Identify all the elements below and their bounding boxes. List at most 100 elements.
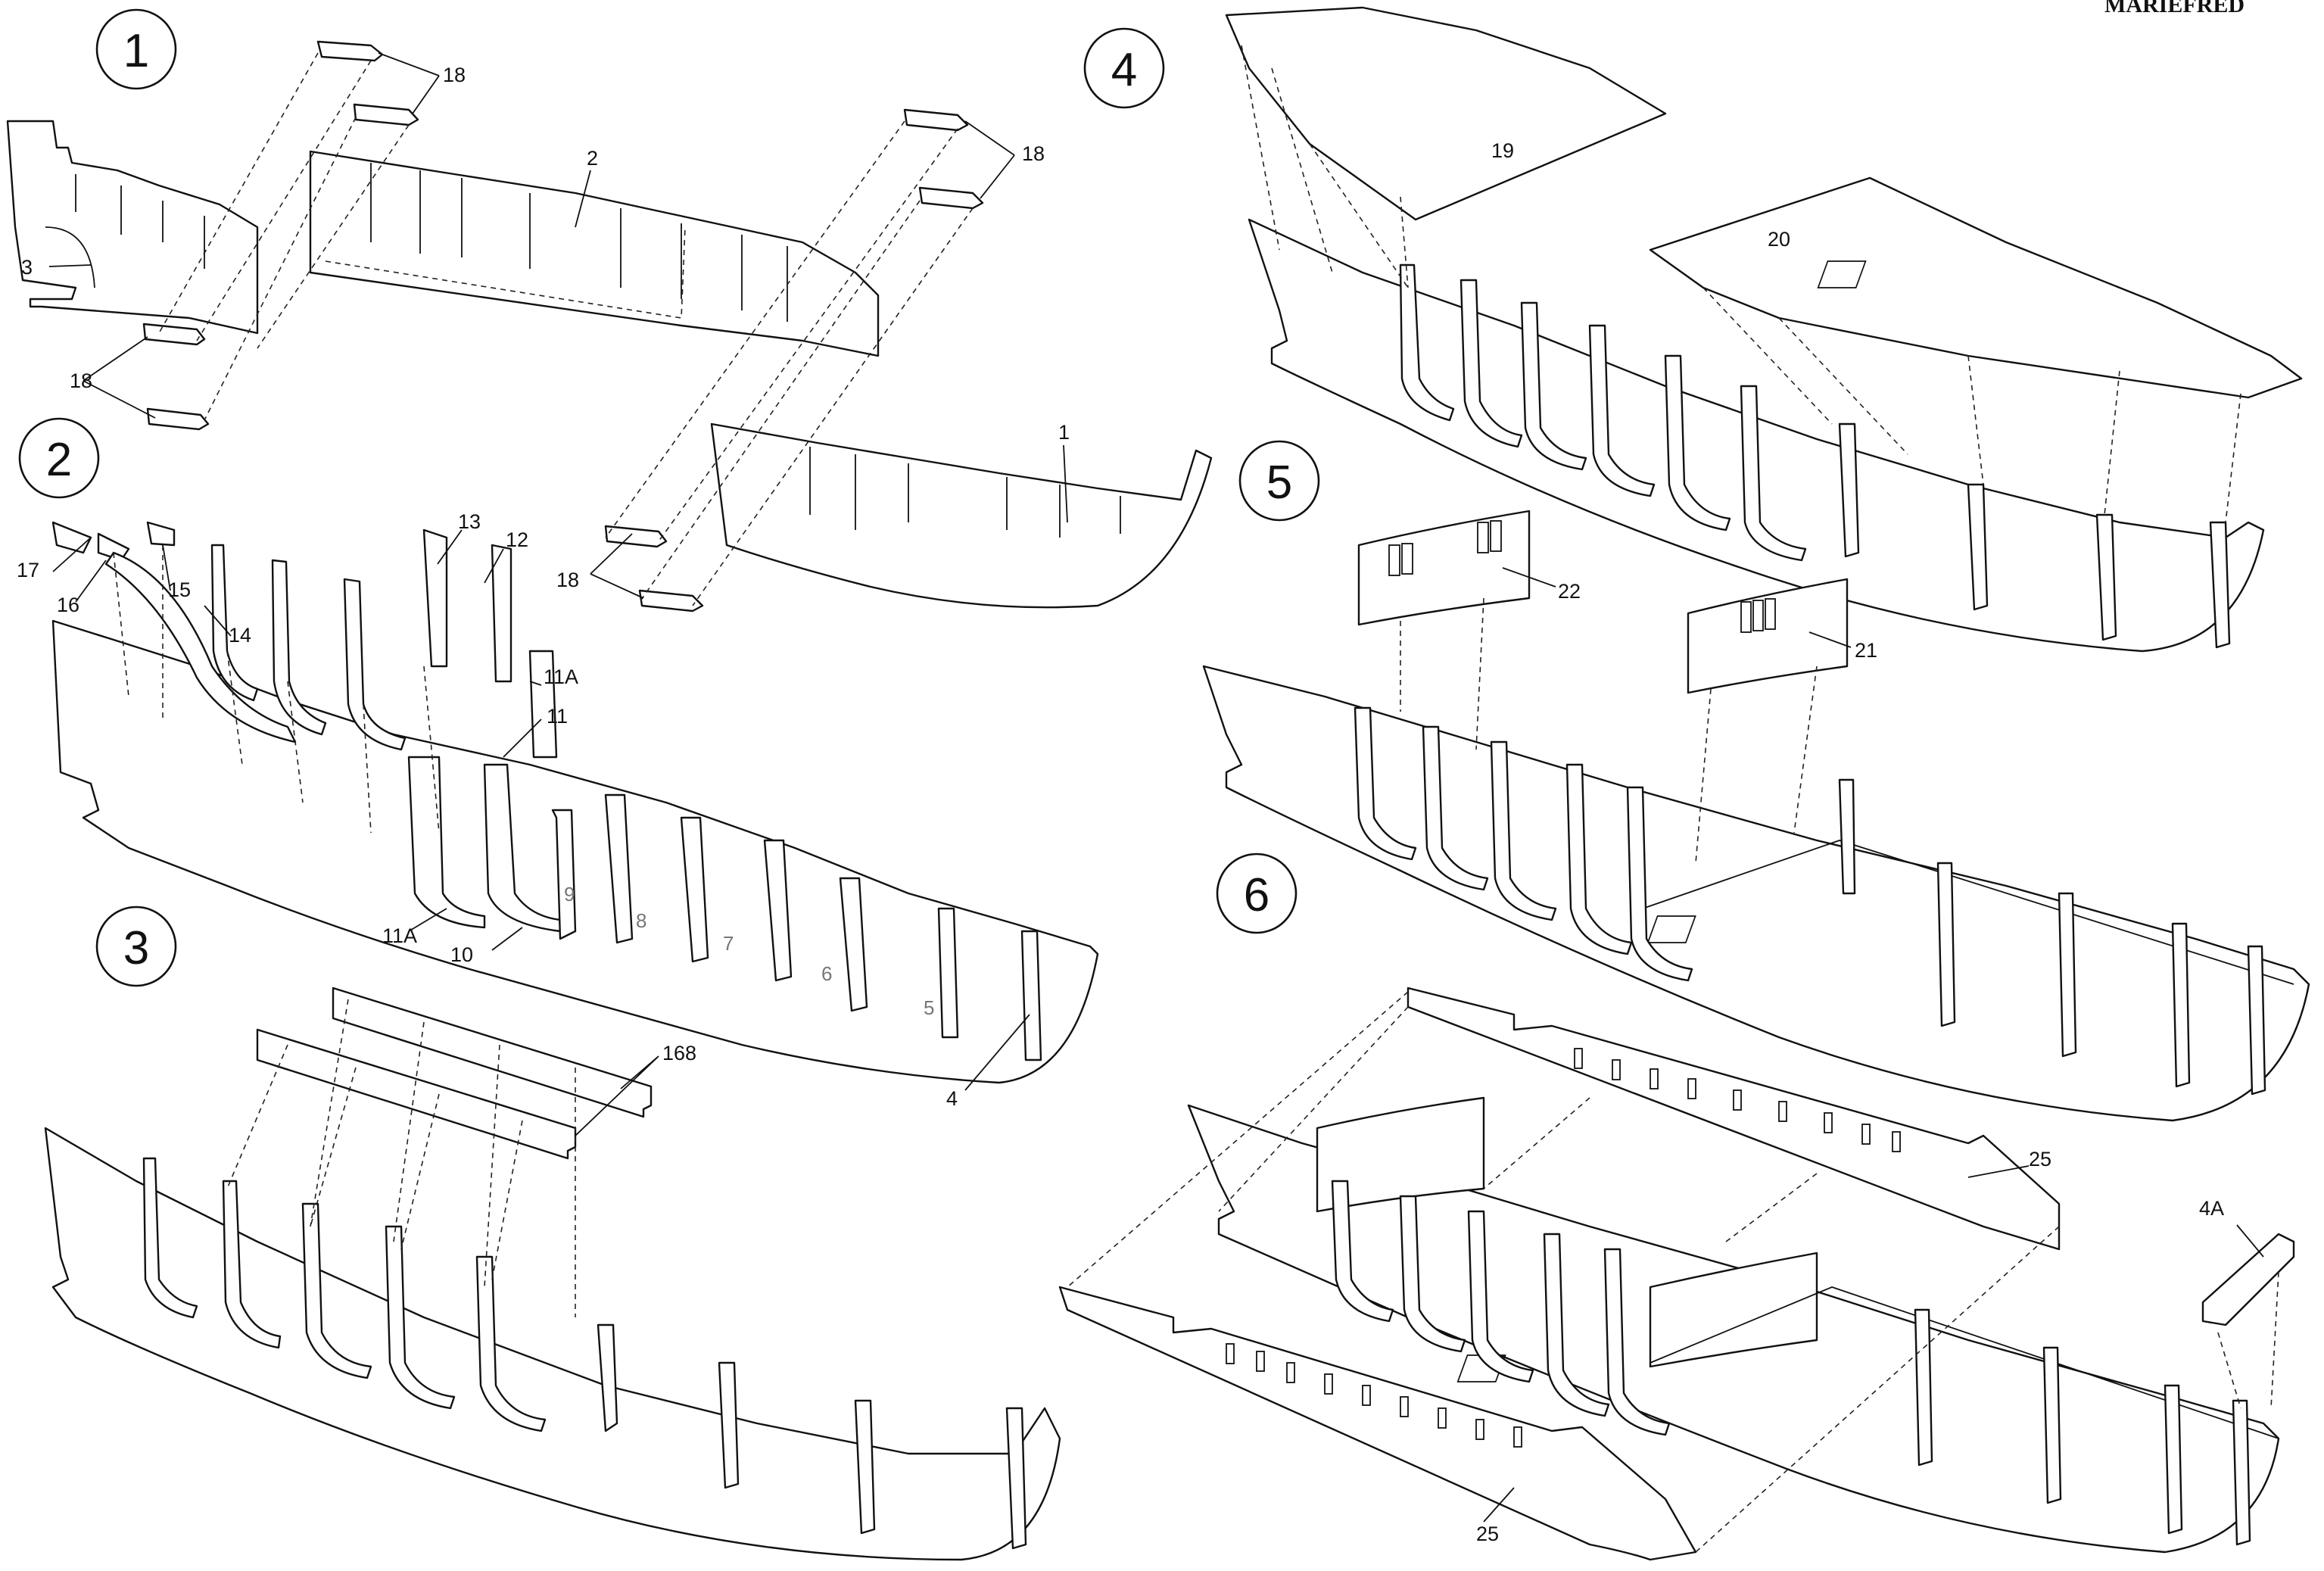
- step-badge: [1216, 853, 1298, 934]
- part-20-deck: [1649, 176, 2303, 399]
- hull-number-5: 5: [924, 996, 934, 1019]
- hatch: [1817, 260, 1867, 288]
- keel-assembly: [51, 619, 1099, 1084]
- step-5-leaders: [1502, 567, 1852, 648]
- part-1-keel-bow: [710, 422, 1213, 609]
- hatch: [1646, 915, 1696, 943]
- label-11: 11: [547, 705, 568, 728]
- part-2-keel-middle: [309, 150, 880, 357]
- step-number: 3: [123, 922, 149, 974]
- brand-title: MARIEFRED: [2104, 0, 2245, 17]
- step-2-leaders: [52, 529, 1030, 1091]
- label-12: 12: [506, 528, 528, 551]
- label-17: 17: [17, 559, 39, 581]
- part-4A-block: [2201, 1233, 2295, 1326]
- label-16: 16: [57, 594, 79, 616]
- part-168-beam-top: [332, 987, 653, 1118]
- label-15: 15: [168, 578, 191, 601]
- part-2-hidden-edge: [325, 226, 686, 319]
- step-5: 5 22 21: [1202, 440, 2310, 1122]
- deck-step-6: [1650, 1286, 2279, 1439]
- part-15: [146, 521, 176, 547]
- part-3-stern-panel: [6, 120, 259, 335]
- hull-number-6: 6: [821, 962, 832, 985]
- hull-number-8: 8: [636, 909, 646, 932]
- part-17: [51, 521, 92, 554]
- frames-step-3: [142, 1157, 1027, 1550]
- label-21: 21: [1855, 639, 1877, 662]
- frames-upper: [210, 528, 558, 759]
- part-3-slots: [75, 174, 205, 269]
- part-1-slots: [809, 447, 1121, 538]
- step-number: 2: [46, 434, 72, 486]
- step-6-guides: [1067, 991, 2279, 1553]
- plank-portholes: [1226, 1048, 1901, 1448]
- label-4A: 4A: [2199, 1197, 2224, 1220]
- part-21-panel: [1687, 578, 1849, 694]
- step-1-guides: [158, 52, 974, 606]
- step-4: 4 19 20: [1083, 6, 2303, 653]
- label-2: 2: [587, 147, 598, 170]
- part-18-blocks: [142, 40, 984, 613]
- step-number: 4: [1111, 44, 1137, 96]
- label-3: 3: [21, 256, 33, 279]
- part-2-slots: [370, 163, 788, 322]
- hull-step-3: [44, 1127, 1061, 1561]
- hull-number-7: 7: [723, 932, 734, 955]
- frames-step-6: [1331, 1180, 2251, 1546]
- step-4-guides: [1241, 45, 2241, 523]
- step-1-leaders: [48, 52, 1068, 599]
- panel-22-window: [1490, 520, 1502, 552]
- label-25-upper: 25: [2029, 1148, 2051, 1170]
- label-1: 1: [1058, 421, 1070, 444]
- cabin-panel-front: [1649, 1252, 1818, 1368]
- step-number: 6: [1244, 869, 1269, 921]
- label-4: 4: [946, 1087, 958, 1110]
- step-2-guides: [113, 545, 440, 834]
- step-1: 1 18 2 3 18 18 18 1: [6, 8, 1213, 613]
- label-22: 22: [1558, 580, 1581, 603]
- label-18-left: 18: [70, 369, 92, 392]
- label-18-top: 18: [443, 64, 466, 86]
- label-11A-upper: 11A: [544, 665, 578, 688]
- frames-step-5: [1354, 706, 2266, 1096]
- step-number: 1: [123, 25, 149, 77]
- step-3: 3 168: [44, 906, 1061, 1561]
- panel-22-window: [1388, 544, 1400, 576]
- label-11A-lower: 11A: [382, 924, 417, 947]
- label-20: 20: [1768, 228, 1790, 251]
- label-10: 10: [450, 943, 473, 966]
- step-badge: [95, 8, 177, 90]
- step-badge: [18, 417, 100, 499]
- part-25-plank-lower: [1058, 1286, 1697, 1561]
- step-3-leader: [575, 1055, 659, 1136]
- step-badge: [1238, 440, 1320, 522]
- part-3-cutout: [45, 226, 95, 288]
- deck-step-5: [1642, 840, 2294, 985]
- panel-21-window: [1740, 601, 1752, 633]
- step-6-leaders: [1483, 1165, 2264, 1523]
- part-25-plank-upper: [1407, 987, 2061, 1251]
- step-6: 6: [1058, 853, 2295, 1561]
- panel-22-window: [1477, 522, 1489, 553]
- panel-22-window: [1401, 543, 1413, 575]
- step-badge: [1083, 27, 1165, 109]
- panel-21-window: [1752, 600, 1764, 631]
- label-18-bottom: 18: [556, 569, 579, 591]
- label-168: 168: [662, 1042, 696, 1064]
- step-number: 5: [1266, 457, 1292, 509]
- hull-number-9: 9: [564, 883, 575, 906]
- step-3-guides: [226, 999, 576, 1317]
- label-19: 19: [1491, 139, 1514, 162]
- part-19-deck: [1225, 6, 1667, 221]
- step-2: 2 9 8 7: [17, 417, 1099, 1110]
- panel-21-window: [1765, 598, 1776, 630]
- part-22-panel: [1357, 510, 1531, 626]
- frames-lower: [407, 756, 1042, 1061]
- step-badge: [95, 906, 177, 987]
- frames-step-4: [1399, 263, 2231, 649]
- label-25-lower: 25: [1476, 1523, 1499, 1545]
- label-13: 13: [458, 510, 481, 533]
- hull-step-5: [1202, 665, 2310, 1122]
